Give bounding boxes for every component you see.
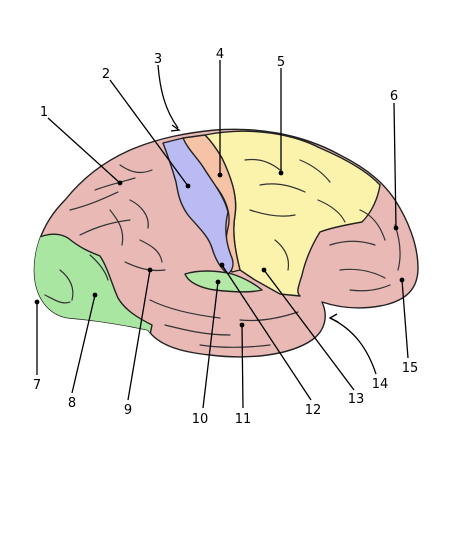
label-2: 2 [102, 67, 110, 82]
label-9: 9 [124, 403, 132, 418]
label-7: 7 [33, 378, 41, 393]
label-8: 8 [68, 396, 76, 411]
label-11: 11 [235, 412, 252, 427]
label-12: 12 [305, 403, 322, 418]
leader-lines [36, 60, 409, 409]
label-15: 15 [402, 361, 419, 376]
label-10: 10 [192, 412, 209, 427]
label-1: 1 [40, 105, 48, 120]
label-13: 13 [348, 392, 365, 407]
label-3: 3 [154, 52, 162, 67]
label-4: 4 [216, 47, 224, 62]
label-14: 14 [372, 377, 389, 392]
sulci-lines [44, 158, 401, 348]
label-dots [34, 170, 405, 328]
label-5: 5 [277, 55, 285, 70]
label-6: 6 [390, 89, 398, 104]
auditory-region [184, 270, 263, 293]
